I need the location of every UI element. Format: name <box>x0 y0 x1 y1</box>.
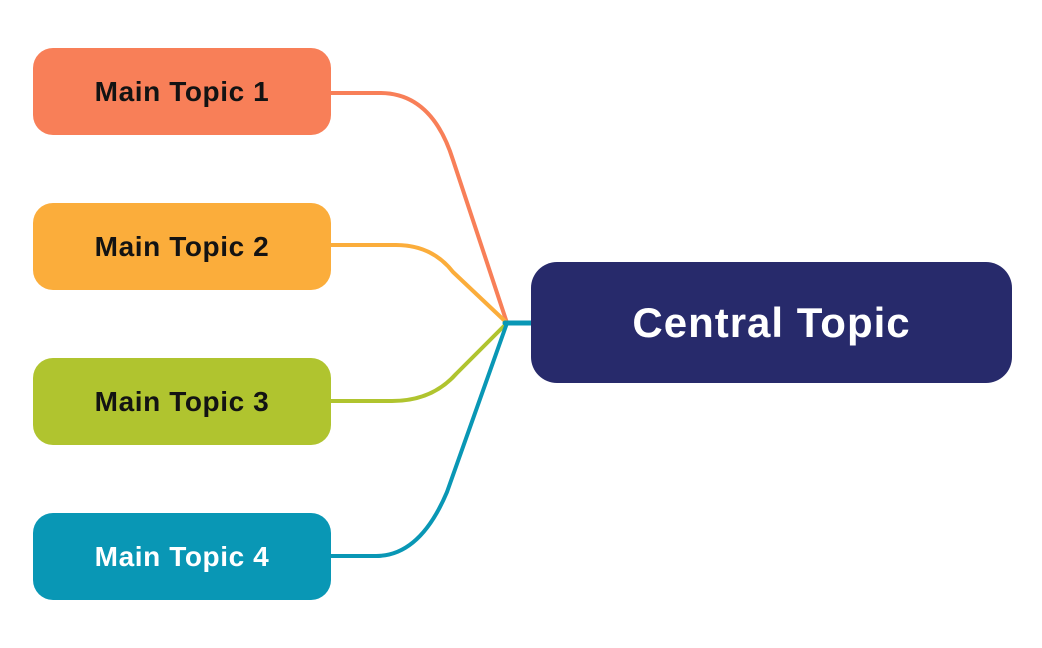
node-main-topic-2[interactable]: Main Topic 2 <box>33 203 331 290</box>
connector-main-topic-2 <box>329 243 509 325</box>
node-main-topic-1-label: Main Topic 1 <box>94 75 270 107</box>
node-main-topic-3-label: Main Topic 3 <box>94 385 270 417</box>
node-central-topic[interactable]: Central Topic <box>531 262 1012 383</box>
connector-main-topic-3 <box>329 321 509 403</box>
node-main-topic-2-label: Main Topic 2 <box>94 230 270 262</box>
node-main-topic-3[interactable]: Main Topic 3 <box>33 358 331 445</box>
node-main-topic-4-label: Main Topic 4 <box>94 540 270 572</box>
connector-main-topic-1 <box>329 91 509 325</box>
connector-main-topic-4 <box>329 321 509 558</box>
node-main-topic-4[interactable]: Main Topic 4 <box>33 513 331 600</box>
node-central-topic-label: Central Topic <box>632 298 911 346</box>
node-main-topic-1[interactable]: Main Topic 1 <box>33 48 331 135</box>
